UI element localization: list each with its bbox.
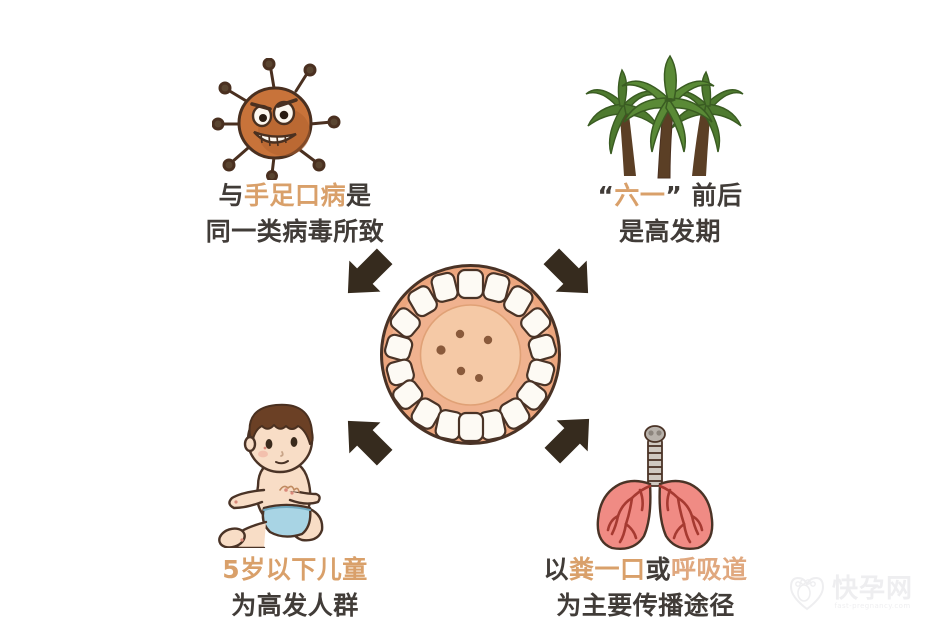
arrow-to-top-left bbox=[334, 243, 400, 305]
arrow-to-bottom-right bbox=[537, 407, 603, 469]
caption-top-right: “六一” 前后 是高发期 bbox=[555, 178, 785, 249]
caption-bottom-right-line2: 为主要传播途径 bbox=[556, 590, 735, 620]
caption-bottom-left: 5岁以下儿童 为高发人群 bbox=[170, 552, 420, 623]
caption-top-left: 与手足口病是 同一类病毒所致 bbox=[170, 178, 420, 249]
lungs-icon bbox=[590, 424, 722, 552]
caption-bottom-left-line1: 5岁以下儿童 bbox=[222, 555, 368, 584]
arrow-to-bottom-left bbox=[334, 409, 400, 471]
caption-bottom-left-line2: 为高发人群 bbox=[231, 590, 359, 620]
caption-bottom-right: 以粪一口或呼吸道 为主要传播途径 bbox=[518, 552, 773, 623]
watermark-url: fast-pregnancy.com bbox=[834, 602, 911, 610]
arrow-to-top-right bbox=[536, 243, 602, 305]
caption-top-right-line2: 是高发期 bbox=[618, 216, 721, 246]
open-mouth-with-ulcers-icon bbox=[378, 262, 563, 447]
palm-trees-icon bbox=[580, 48, 745, 180]
sitting-baby-icon bbox=[206, 398, 356, 550]
watermark: 快孕网 fast-pregnancy.com bbox=[787, 569, 927, 617]
caption-top-left-line1: 与手足口病是 bbox=[218, 181, 372, 210]
baby-footprint-heart-icon bbox=[789, 576, 825, 611]
angry-virus-icon bbox=[211, 57, 342, 182]
caption-top-left-line2: 同一类病毒所致 bbox=[205, 216, 385, 246]
caption-bottom-right-line1: 以粪一口或呼吸道 bbox=[543, 555, 748, 584]
watermark-site-name: 快孕网 bbox=[832, 574, 914, 604]
caption-top-right-line1: “六一” 前后 bbox=[597, 181, 743, 210]
